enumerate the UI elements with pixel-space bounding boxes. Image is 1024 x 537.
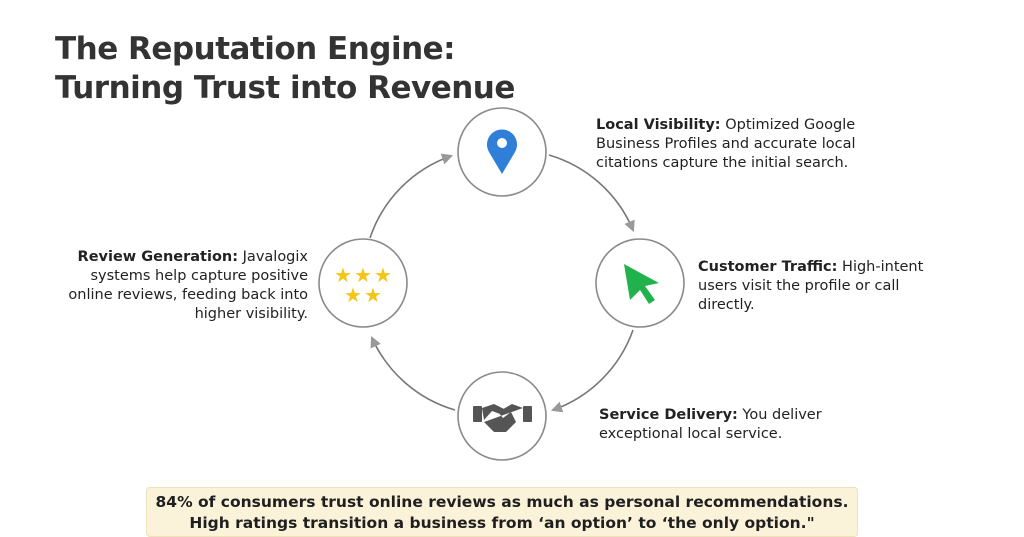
step-heading: Service Delivery: [599,407,738,423]
arrow-visibility-to-traffic [548,154,635,233]
step-review-generation: Review Generation: Javalogix systems hel… [68,248,308,324]
handshake-icon [473,404,532,432]
statistic-callout: 84% of consumers trust online reviews as… [146,487,858,537]
step-text: You deliver exceptional local service. [599,407,822,442]
arrow-delivery-to-review [370,335,456,411]
step-service-delivery: Service Delivery: You deliver exceptiona… [599,406,839,444]
node-review-generation [318,238,408,328]
stars-icon: ★ ★ ★ ★ ★ [334,263,392,307]
svg-text:★: ★ [354,263,372,287]
step-local-visibility: Local Visibility: Optimized Google Busin… [596,116,886,173]
callout-line-2: High ratings transition a business from … [189,514,815,532]
arrow-traffic-to-delivery [550,329,634,413]
page-title: The Reputation Engine: Turning Trust int… [55,30,515,108]
step-heading: Local Visibility: [596,117,721,133]
svg-text:★: ★ [364,283,382,307]
svg-text:★: ★ [374,263,392,287]
callout-line-1: 84% of consumers trust online reviews as… [155,493,849,511]
step-heading: Review Generation: [77,249,239,265]
svg-text:★: ★ [344,283,362,307]
step-text: High-intent users visit the profile or c… [698,259,924,313]
cursor-arrow-icon [624,264,659,304]
node-service-delivery [457,371,547,461]
step-text: Optimized Google Business Profiles and a… [596,117,856,171]
step-heading: Customer Traffic: [698,259,838,275]
map-pin-icon [486,129,517,174]
arrow-review-to-visibility [369,153,454,239]
title-line-2: Turning Trust into Revenue [55,70,515,106]
step-customer-traffic: Customer Traffic: High-intent users visi… [698,258,948,315]
svg-text:★: ★ [334,263,352,287]
title-line-1: The Reputation Engine: [55,31,456,67]
step-text: Javalogix systems help capture positive … [68,249,308,322]
